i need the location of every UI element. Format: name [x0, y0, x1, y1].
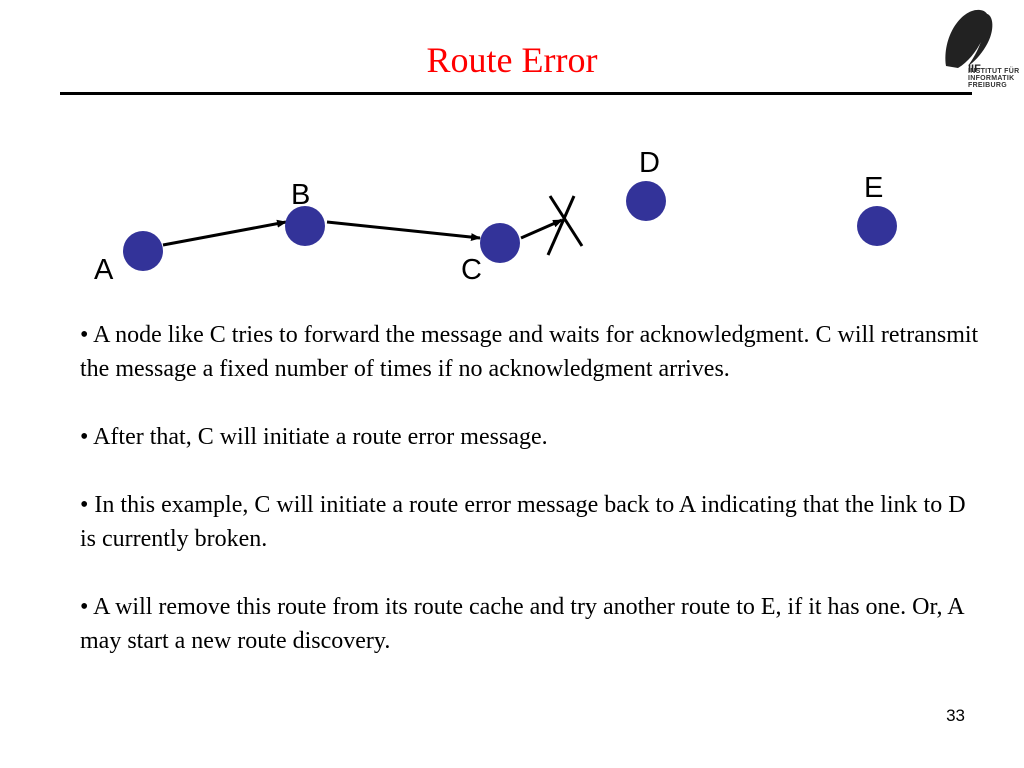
broken-link-x-icon — [546, 195, 584, 256]
node-e — [857, 206, 897, 246]
bullet-item: • After that, C will initiate a route er… — [80, 424, 548, 450]
logo-mark: IIF — [968, 63, 981, 75]
slide-title: Route Error — [426, 40, 598, 80]
logo-caption: INSTITUT FÜR INFORMATIK FREIBURG — [968, 68, 1019, 89]
node-b-label: B — [291, 179, 310, 211]
page-number: 33 — [946, 706, 965, 725]
bullet-item: • A will remove this route from its rout… — [80, 594, 964, 654]
link-a-to-b — [162, 219, 287, 247]
title-divider — [60, 92, 972, 95]
node-e-label: E — [864, 172, 883, 204]
logo-line-3: FREIBURG — [968, 82, 1007, 89]
route-diagram: A B C D E — [94, 147, 897, 286]
node-a — [123, 231, 163, 271]
logo-swoosh-tail-icon — [968, 13, 993, 67]
logo-line-2: INFORMATIK — [968, 75, 1015, 82]
logo-swoosh-icon — [945, 9, 989, 68]
logo-line-1: INSTITUT FÜR — [968, 68, 1020, 75]
node-d — [626, 181, 666, 221]
bullet-list: • A node like C tries to forward the mes… — [80, 318, 985, 692]
node-c-label: C — [461, 254, 482, 286]
link-c-to-d-broken — [520, 218, 563, 240]
node-d-label: D — [639, 147, 660, 179]
link-b-to-c — [326, 220, 481, 242]
bullet-item: • In this example, C will initiate a rou… — [80, 492, 966, 552]
bullet-item: • A node like C tries to forward the mes… — [80, 322, 979, 382]
node-b — [285, 206, 325, 246]
iif-logo: IIF — [945, 9, 993, 75]
node-a-label: A — [94, 254, 114, 286]
node-c — [480, 223, 520, 263]
